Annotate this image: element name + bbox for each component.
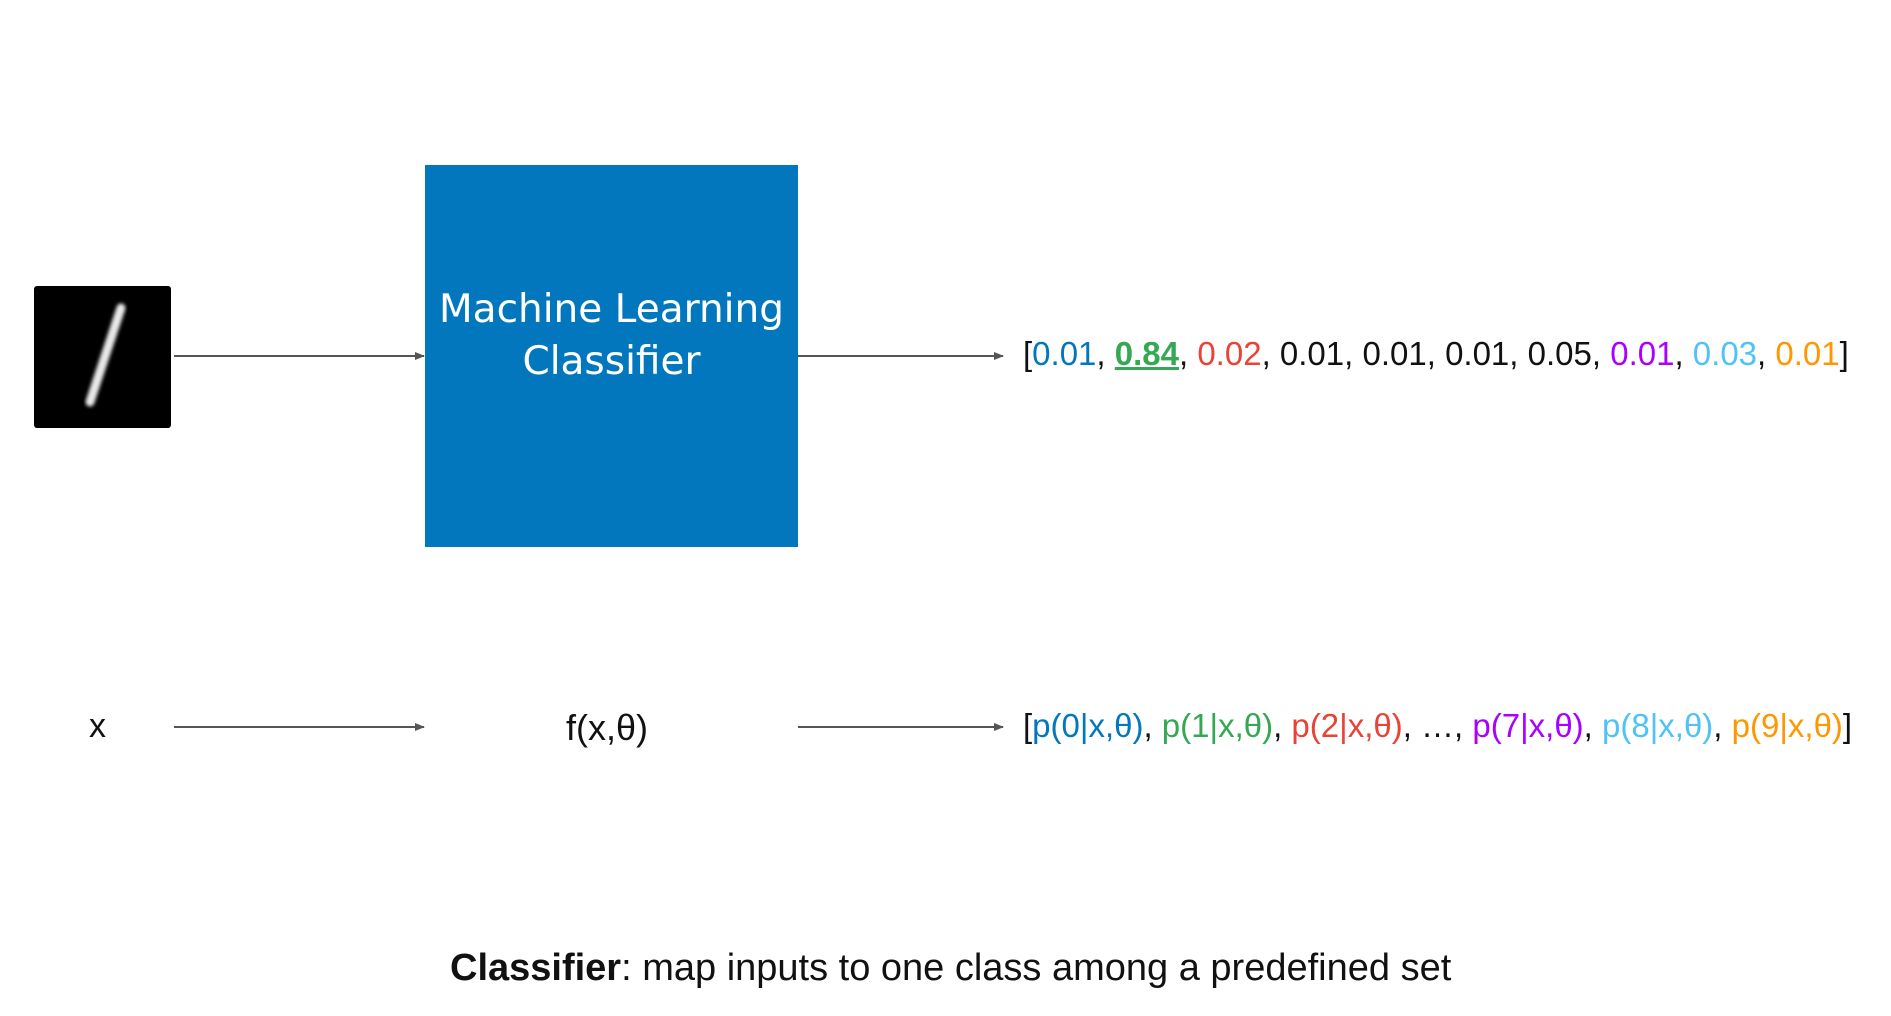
output-formula-separator: , [1454,707,1473,744]
output-value-item: 0.05 [1527,335,1592,372]
output-formula-item: p(8|x,θ) [1602,707,1714,744]
output-value-close-bracket: ] [1839,335,1849,372]
output-formula-separator: , [1583,707,1603,744]
output-formula-separator: , [1143,707,1162,744]
output-formula-open-bracket: [ [1023,707,1033,744]
output-value-item: 0.01 [1775,335,1840,372]
output-value-separator: , [1261,335,1280,372]
output-value-item: 0.01 [1032,335,1097,372]
output-value-item: 0.03 [1692,335,1758,372]
digit-one-image [34,286,171,428]
output-value-open-bracket: [ [1023,335,1033,372]
output-value-item: 0.01 [1610,335,1675,372]
output-formula-item: p(9|x,θ) [1731,707,1843,744]
output-formula-close-bracket: ] [1842,707,1853,744]
classifier-box: Machine Learning Classifier [425,165,798,547]
output-formula-item: p(1|x,θ) [1161,707,1274,744]
output-probabilities: [0.01, 0.84, 0.02, 0.01, 0.01, 0.01, 0.0… [1023,335,1849,373]
output-value-item: 0.01 [1279,335,1345,372]
output-value-separator: , [1509,335,1528,372]
caption-rest: : map inputs to one class among a predef… [621,947,1452,989]
output-value-separator: , [1426,335,1446,372]
output-value-separator: , [1757,335,1776,372]
output-value-item: 0.01 [1445,335,1510,372]
output-formula-separator: , [1402,707,1422,744]
digit-one-stroke [85,303,126,407]
output-value-separator: , [1178,335,1198,372]
output-value-separator: , [1344,335,1363,372]
output-formula-separator: , [1713,707,1732,744]
output-value-separator: , [1674,335,1693,372]
caption: Classifier: map inputs to one class amon… [450,947,1451,990]
output-value-separator: , [1591,335,1611,372]
output-formula-item: p(2|x,θ) [1291,707,1403,744]
output-value-separator: , [1096,335,1115,372]
output-formula-separator: , [1273,707,1292,744]
input-symbol: x [89,707,106,745]
caption-bold: Classifier [450,947,622,989]
classifier-box-label: Machine Learning Classifier [439,287,784,384]
output-formula: [p(0|x,θ), p(1|x,θ), p(2|x,θ), …, p(7|x,… [1023,707,1852,745]
output-value-item: 0.84 [1114,335,1179,372]
output-formula-item: p(7|x,θ) [1472,707,1584,744]
output-formula-item: p(0|x,θ) [1032,707,1144,744]
output-formula-item: … [1421,707,1455,744]
function-label: f(x,θ) [566,707,649,748]
output-value-item: 0.02 [1197,335,1262,372]
output-value-item: 0.01 [1362,335,1427,372]
